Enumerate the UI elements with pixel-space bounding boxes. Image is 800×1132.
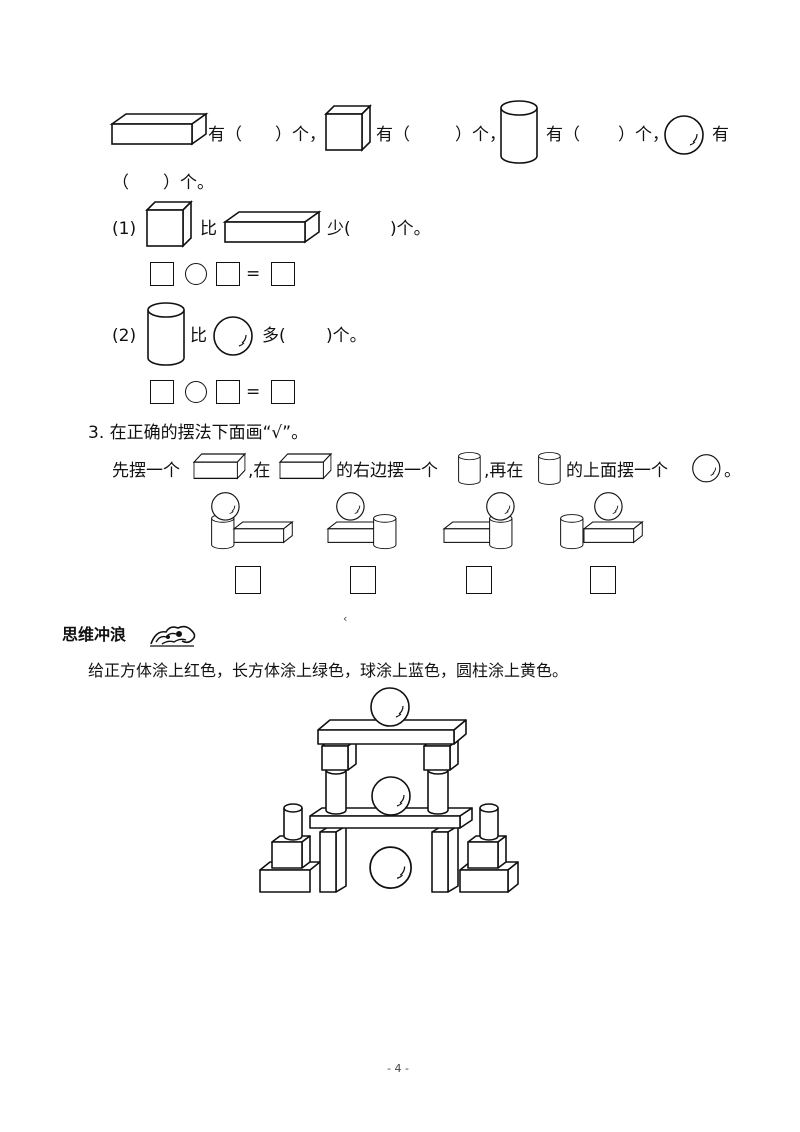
block-building-figure [259,687,519,893]
q1-number: (1) [112,219,137,239]
cuboid-icon [224,211,320,243]
arrangement-option-d [560,492,643,550]
operator-circle[interactable] [185,381,207,403]
stray-mark: ‹ [343,612,348,625]
equals-sign: = [246,264,261,284]
answer-box-b[interactable] [350,566,376,594]
wave-icon [150,625,196,647]
answer-box[interactable] [150,262,174,286]
arrangement-option-a [211,492,293,550]
answer-box[interactable] [216,380,240,404]
q2-compare: 比 [190,326,207,346]
answer-box-c[interactable] [466,566,492,594]
cube-icon [325,105,371,151]
cuboid-icon [193,453,246,480]
sphere-icon [213,316,253,356]
operator-circle[interactable] [185,263,207,285]
cuboid-icon [111,113,207,145]
has-label-3: 有（ [546,125,580,145]
arrangement-option-b [327,492,397,550]
cylinder-icon [538,452,561,485]
q1-compare: 比 [200,219,217,239]
cylinder-icon [147,302,185,366]
sphere-icon [664,115,704,155]
count-close-2: ）个， [455,125,506,145]
equals-sign: = [246,382,261,402]
answer-box-d[interactable] [590,566,616,594]
q1-less: 少( [327,219,351,239]
q3-text-3: 的右边摆一个 [336,461,438,481]
answer-box[interactable] [271,262,295,286]
has-label-1: 有（ [208,125,242,145]
has-label-2: 有（ [376,125,410,145]
count-close-3: ）个， [618,125,669,145]
q3-text-6: 。 [724,461,741,481]
count-close-1: ）个， [275,125,326,145]
has-label-4: 有 [712,125,729,145]
cuboid-icon [279,453,332,480]
section-heading: 思维冲浪 [62,625,127,644]
q3-text-1: 先摆一个 [112,461,180,481]
cylinder-icon [500,100,538,164]
q3-text-4: ,再在 [484,461,524,481]
answer-box[interactable] [150,380,174,404]
q2-number: (2) [112,326,137,346]
cube-icon [146,201,192,247]
q3-title: 3. 在正确的摆法下面画“√”。 [88,423,309,443]
q2-more: 多( [262,326,286,346]
q3-text-2: ,在 [248,461,271,481]
q1-tail: )个。 [390,219,431,239]
count-wrap: （ ）个。 [112,173,214,193]
instruction-text: 给正方体涂上红色，长方体涂上绿色，球涂上蓝色，圆柱涂上黄色。 [88,661,569,680]
answer-box[interactable] [271,380,295,404]
answer-box-a[interactable] [235,566,261,594]
q2-tail: )个。 [326,326,367,346]
page-number: - 4 - [387,1062,409,1075]
sphere-icon [692,454,721,483]
answer-box[interactable] [216,262,240,286]
cylinder-icon [458,452,481,485]
q3-text-5: 的上面摆一个 [566,461,668,481]
arrangement-option-c [443,492,515,550]
